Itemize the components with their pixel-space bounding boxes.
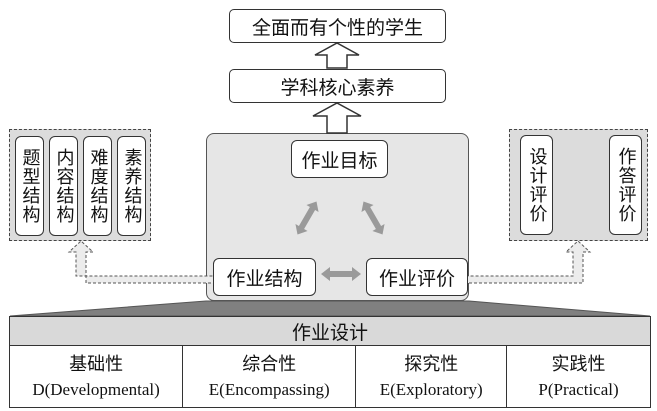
design-table-header: 作业设计 xyxy=(10,317,650,346)
left-item-content: 内容结构 xyxy=(49,136,78,236)
node-evaluation-label: 作业评价 xyxy=(378,267,455,290)
dashed-up-arrow-right xyxy=(465,240,592,284)
dashed-up-arrow-left xyxy=(67,240,215,284)
right-item-answer-eval: 作答评价 xyxy=(609,135,642,235)
top-goal-box: 全面而有个性的学生 xyxy=(229,9,446,43)
dimension-zh: 基础性 xyxy=(69,353,124,375)
right-item-design-eval: 设计评价 xyxy=(520,135,553,235)
dimension-en: P(Practical) xyxy=(538,379,619,399)
dimension-en: E(Encompassing) xyxy=(208,379,330,399)
node-evaluation: 作业评价 xyxy=(366,258,468,296)
design-table: 作业设计 基础性 D(Developmental) 综合性 E(Encompas… xyxy=(9,316,651,408)
right-item-label: 作答评价 xyxy=(615,147,637,223)
left-item-difficulty: 难度结构 xyxy=(83,136,112,236)
up-arrow-icon xyxy=(314,42,360,69)
dimension-cell: 基础性 D(Developmental) xyxy=(10,346,184,407)
design-title: 作业设计 xyxy=(291,321,368,344)
double-arrow-icon xyxy=(321,267,361,281)
dimension-cell: 探究性 E(Exploratory) xyxy=(356,346,508,407)
left-item-label: 难度结构 xyxy=(87,148,109,224)
design-base-trapezoid xyxy=(9,300,651,317)
left-item-label: 素养结构 xyxy=(121,148,143,224)
core-literacy-text: 学科核心素养 xyxy=(280,76,395,99)
dimension-zh: 实践性 xyxy=(551,353,606,375)
dimension-en: E(Exploratory) xyxy=(379,379,483,399)
dimension-en: D(Developmental) xyxy=(32,379,160,399)
double-arrow-icon xyxy=(295,201,319,235)
left-item-label: 题型结构 xyxy=(19,148,41,224)
left-item-label: 内容结构 xyxy=(53,148,75,224)
top-goal-text: 全面而有个性的学生 xyxy=(251,16,423,39)
node-goal: 作业目标 xyxy=(291,140,388,178)
design-table-row: 基础性 D(Developmental) 综合性 E(Encompassing)… xyxy=(10,346,650,407)
dimension-cell: 实践性 P(Practical) xyxy=(507,346,650,407)
node-goal-label: 作业目标 xyxy=(301,149,378,172)
left-item-literacy: 素养结构 xyxy=(117,136,146,236)
dimension-zh: 综合性 xyxy=(242,353,297,375)
up-arrow-icon xyxy=(312,102,362,134)
left-item-question-type: 题型结构 xyxy=(15,136,44,236)
node-structure: 作业结构 xyxy=(213,258,316,296)
dimension-cell: 综合性 E(Encompassing) xyxy=(183,346,357,407)
right-item-label: 设计评价 xyxy=(526,147,548,223)
node-structure-label: 作业结构 xyxy=(226,267,303,290)
dimension-zh: 探究性 xyxy=(404,353,459,375)
double-arrow-icon xyxy=(361,201,385,235)
